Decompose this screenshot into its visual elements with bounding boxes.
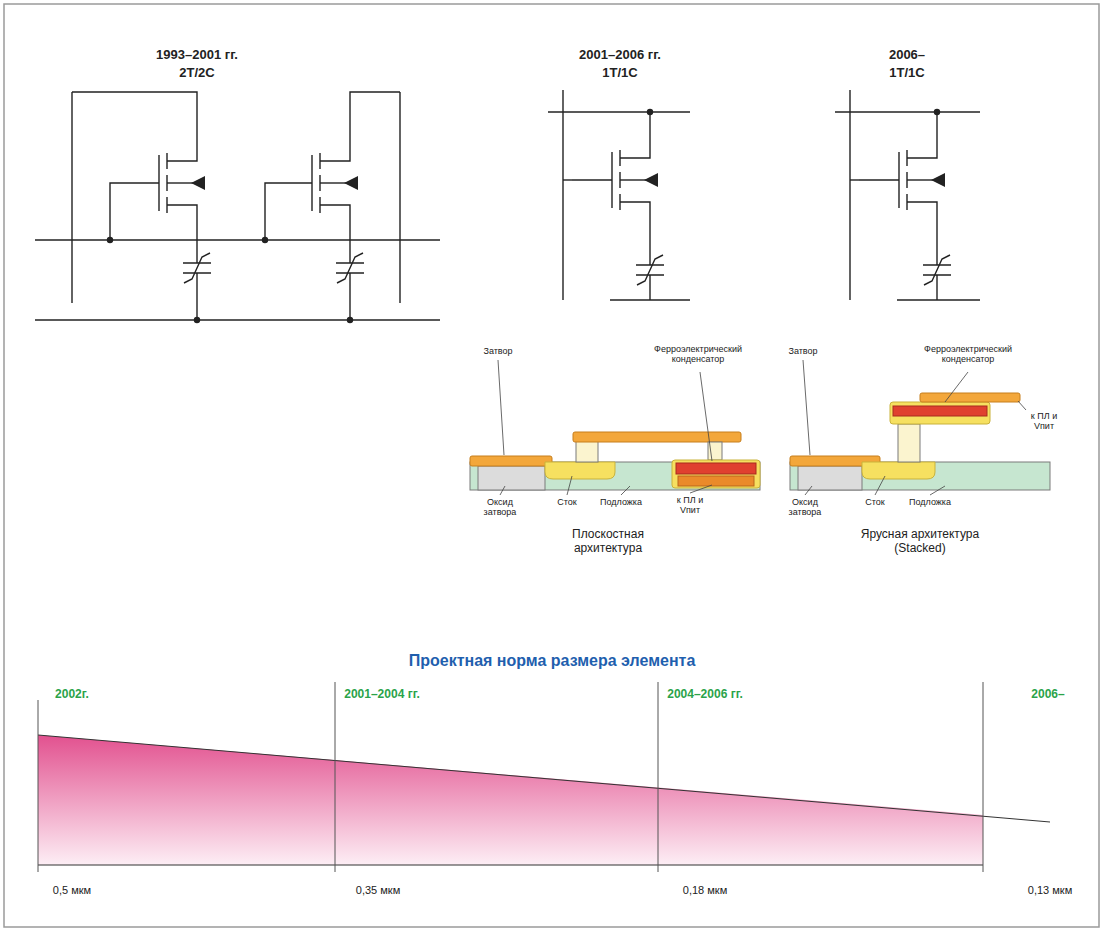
period-heading: 2006– xyxy=(889,48,925,63)
part-name: к ПЛ и Vпит xyxy=(672,495,708,516)
planar-cross-section xyxy=(470,432,760,490)
year-range: 2006– xyxy=(1031,688,1064,702)
architecture-name: Плоскостная архитектура xyxy=(558,528,658,556)
part-name: Сток xyxy=(557,497,576,507)
part-name: Оксид затвора xyxy=(478,497,523,518)
part-name: Сток xyxy=(865,497,884,507)
feature-size: 0,5 мкм xyxy=(53,884,91,897)
schematic-2t2c xyxy=(35,92,440,323)
cell-type: 2T/2C xyxy=(179,66,214,81)
schematic-1t1c xyxy=(548,90,690,300)
stacked-cross-section xyxy=(790,393,1050,490)
part-name: Затвор xyxy=(788,346,817,356)
schematic-1t1c xyxy=(835,90,980,300)
part-name: Ферроэлектрический конденсатор xyxy=(648,344,748,365)
period-heading: 2001–2006 гг. xyxy=(579,48,661,63)
cell-type: 1T/1C xyxy=(889,66,924,81)
feature-size-timeline xyxy=(38,682,1050,872)
frame xyxy=(4,4,1099,927)
year-range: 2002г. xyxy=(55,688,89,702)
year-range: 2004–2006 гг. xyxy=(667,688,743,702)
leader-line xyxy=(498,360,712,495)
part-name: Подложка xyxy=(909,497,951,507)
feature-size: 0,18 мкм xyxy=(683,884,727,897)
feature-size: 0,13 мкм xyxy=(1028,884,1072,897)
part-name: Затвор xyxy=(483,346,512,356)
part-name: к ПЛ и Vпит xyxy=(1026,411,1062,432)
leader-line xyxy=(803,360,1026,495)
part-name: Подложка xyxy=(600,497,642,507)
cell-type: 1T/1C xyxy=(602,66,637,81)
timeline-title: Проектная норма размера элемента xyxy=(409,652,696,670)
architecture-name: Ярусная архитектура (Stacked) xyxy=(845,528,995,556)
period-heading: 1993–2001 гг. xyxy=(156,48,238,63)
part-name: Оксид затвора xyxy=(783,497,828,518)
feature-size: 0,35 мкм xyxy=(356,884,400,897)
part-name: Ферроэлектрический конденсатор xyxy=(918,344,1018,365)
year-range: 2001–2004 гг. xyxy=(344,688,420,702)
